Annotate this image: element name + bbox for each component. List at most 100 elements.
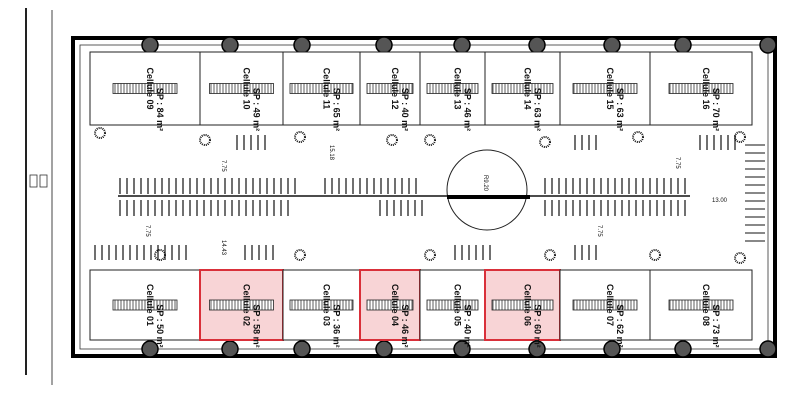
dimension-label: 13.00 xyxy=(712,198,728,204)
shelving xyxy=(289,299,354,311)
cell-area: SP : 50 m² xyxy=(155,304,165,347)
shrub-icon xyxy=(294,249,306,261)
cell-name: Cellule 15 xyxy=(605,67,615,109)
tree-icon xyxy=(141,36,159,54)
shrub-icon xyxy=(94,127,106,139)
shelving xyxy=(668,299,734,311)
shrub-icon xyxy=(386,134,398,146)
shrub-icon xyxy=(544,249,556,261)
tree-icon xyxy=(375,36,393,54)
tree-icon xyxy=(453,340,471,358)
cell-area: SP : 46 m² xyxy=(463,88,473,131)
cell-name: Cellule 03 xyxy=(322,284,332,326)
tree-icon xyxy=(375,340,393,358)
shelving xyxy=(426,299,479,311)
cell-name: Cellule 13 xyxy=(453,67,463,109)
dimension-label: 7.75 xyxy=(596,225,602,237)
cell-name: Cellule 06 xyxy=(523,284,533,326)
shelving xyxy=(491,83,554,94)
cell-name: Cellule 10 xyxy=(242,67,252,109)
shelving xyxy=(668,83,734,94)
cell-name: Cellule 01 xyxy=(145,284,155,326)
cell-area: SP : 58 m² xyxy=(252,304,262,347)
cell-area: SP : 36 m² xyxy=(332,304,342,347)
shrub-icon xyxy=(539,136,551,148)
roundabout xyxy=(446,149,528,231)
tree-icon xyxy=(453,36,471,54)
shelving xyxy=(426,83,479,94)
cell-area: SP : 49 m² xyxy=(252,88,262,131)
dimension-label: 7.75 xyxy=(674,157,680,169)
cell-area: SP : 65 m² xyxy=(332,88,342,131)
shrub-icon xyxy=(734,252,746,264)
cell-name: Cellule 08 xyxy=(701,284,711,326)
shrub-icon xyxy=(154,249,166,261)
tree-icon xyxy=(603,36,621,54)
cell-area: SP : 70 m² xyxy=(711,88,721,131)
shelving xyxy=(491,299,554,311)
tree-icon xyxy=(221,36,239,54)
shrub-icon xyxy=(199,134,211,146)
tree-icon xyxy=(674,36,692,54)
cell-area: SP : 73 m² xyxy=(711,304,721,347)
shrub-icon xyxy=(424,134,436,146)
tree-icon xyxy=(759,36,777,54)
tree-icon xyxy=(293,340,311,358)
dimension-label: 14.43 xyxy=(220,240,226,256)
cell-area: SP : 60 m² xyxy=(533,304,543,347)
shelving xyxy=(209,299,274,311)
cell-name: Cellule 16 xyxy=(701,67,711,109)
shelving xyxy=(366,83,414,94)
shelving xyxy=(572,83,638,94)
cell-area: SP : 84 m² xyxy=(155,88,165,131)
inner-wall xyxy=(79,44,769,350)
cell-area: SP : 46 m² xyxy=(400,304,410,347)
cell-name: Cellule 09 xyxy=(145,67,155,109)
cell-area: SP : 63 m² xyxy=(533,88,543,131)
dimension-label: 7.75 xyxy=(144,225,150,237)
cell-name: Cellule 04 xyxy=(390,284,400,326)
cell-name: Cellule 05 xyxy=(453,284,463,326)
dimension-label: 15.18 xyxy=(328,145,334,161)
shelving xyxy=(112,299,178,311)
shrub-icon xyxy=(649,249,661,261)
tree-icon xyxy=(528,36,546,54)
shelving xyxy=(209,83,274,94)
cell-name: Cellule 02 xyxy=(242,284,252,326)
shelving xyxy=(572,299,638,311)
shrub-icon xyxy=(294,131,306,143)
roundabout-radius: R9.20 xyxy=(482,175,488,192)
shelving xyxy=(366,299,414,311)
tree-icon xyxy=(221,340,239,358)
shelving xyxy=(289,83,354,94)
cell-area: SP : 40 m² xyxy=(463,304,473,347)
shrub-icon xyxy=(424,249,436,261)
cell-area: SP : 62 m² xyxy=(615,304,625,347)
shelving xyxy=(112,83,178,94)
tree-icon xyxy=(141,340,159,358)
cell-name: Cellule 11 xyxy=(322,68,332,110)
dimension-label: 7.75 xyxy=(220,160,226,172)
tree-icon xyxy=(674,340,692,358)
entrance-marker xyxy=(29,174,38,188)
shrub-icon xyxy=(734,131,746,143)
cell-area: SP : 63 m² xyxy=(615,88,625,131)
tree-icon xyxy=(759,340,777,358)
